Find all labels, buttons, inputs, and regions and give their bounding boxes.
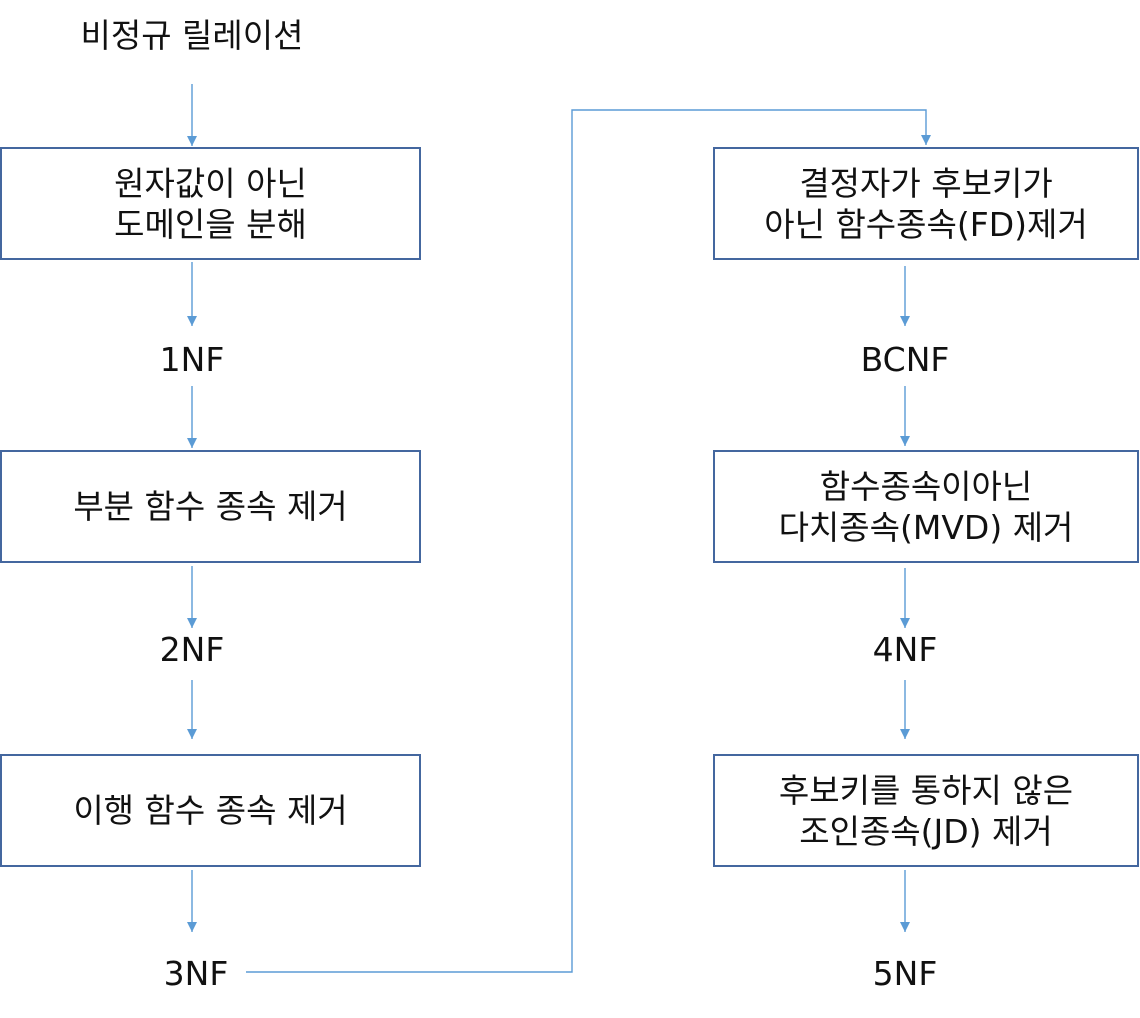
step-remove-transitive-fd: 이행 함수 종속 제거	[0, 754, 421, 867]
form-1nf: 1NF	[159, 340, 225, 379]
step-remove-mvd-line1: 함수종속이아닌	[819, 466, 1033, 506]
step-remove-non-candidate-key-fd-line2: 아닌 함수종속(FD)제거	[764, 204, 1088, 244]
connector-3nf-to-step4	[246, 109, 931, 973]
step-decompose-line2: 도메인을 분해	[114, 204, 307, 244]
step-remove-partial-fd-label: 부분 함수 종속 제거	[73, 487, 348, 526]
step-decompose-line1: 원자값이 아닌	[114, 163, 307, 203]
form-3nf: 3NF	[163, 954, 229, 993]
form-5nf: 5NF	[872, 954, 938, 993]
step-remove-jd: 후보키를 통하지 않은 조인종속(JD) 제거	[713, 754, 1139, 867]
start-label: 비정규 릴레이션	[80, 16, 304, 55]
step-remove-non-candidate-key-fd-line1: 결정자가 후보키가	[799, 163, 1053, 203]
step-remove-non-candidate-key-fd: 결정자가 후보키가 아닌 함수종속(FD)제거	[713, 147, 1139, 260]
step-remove-jd-line1: 후보키를 통하지 않은	[778, 770, 1074, 810]
step-decompose-nonatomic-domain: 원자값이 아닌 도메인을 분해	[0, 147, 421, 260]
step-remove-transitive-fd-label: 이행 함수 종속 제거	[73, 791, 348, 830]
step-remove-partial-fd: 부분 함수 종속 제거	[0, 450, 421, 563]
step-remove-mvd-line2: 다치종속(MVD) 제거	[778, 507, 1074, 547]
form-bcnf: BCNF	[860, 340, 950, 379]
step-remove-mvd: 함수종속이아닌 다치종속(MVD) 제거	[713, 450, 1139, 563]
step-remove-jd-line2: 조인종속(JD) 제거	[799, 811, 1053, 851]
form-2nf: 2NF	[159, 630, 225, 669]
form-4nf: 4NF	[872, 630, 938, 669]
